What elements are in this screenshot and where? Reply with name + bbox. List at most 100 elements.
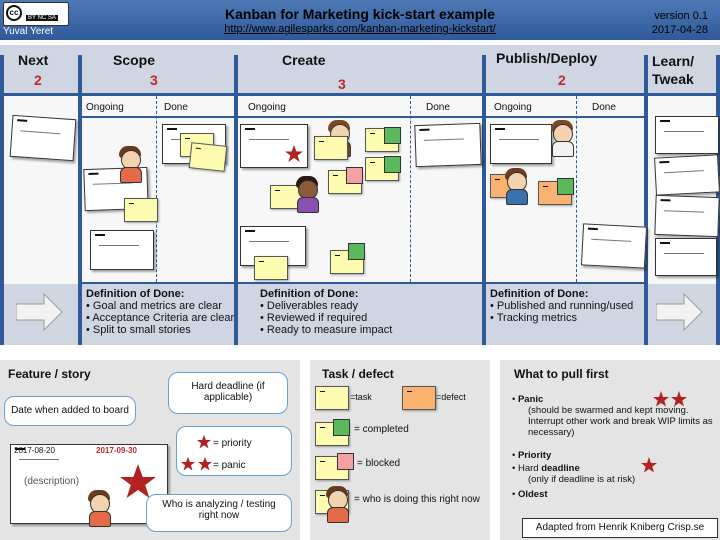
subheader-divider <box>80 116 644 118</box>
column-learn-title: Learn/ Tweak <box>652 53 695 87</box>
story-card[interactable] <box>655 116 719 154</box>
pull-item-panic: • Panic (should be swarmed and kept movi… <box>512 394 713 438</box>
story-card[interactable] <box>90 230 154 270</box>
dod-item: • Split to small stories <box>86 324 191 336</box>
story-card[interactable] <box>655 238 717 276</box>
story-card[interactable] <box>654 194 720 238</box>
dod-item: • Reviewed if required <box>260 312 368 324</box>
analyzing-callout: Who is analyzing / testing right now <box>146 494 292 532</box>
dod-title: Definition of Done: <box>260 288 359 300</box>
dod-title: Definition of Done: <box>86 288 185 300</box>
task-note[interactable] <box>314 136 348 160</box>
task-note[interactable] <box>254 256 288 280</box>
author: Yuval Yeret <box>3 26 54 37</box>
column-separator <box>482 55 486 345</box>
panic-legend-label: = panic <box>213 460 246 471</box>
completed-tag <box>333 419 350 436</box>
defect-note <box>402 386 436 410</box>
completed-tag <box>348 243 365 260</box>
scope-ongoing-label: Ongoing <box>86 102 124 113</box>
flow-arrow-icon <box>656 292 703 332</box>
dod-item: • Tracking metrics <box>490 312 577 324</box>
publish-ongoing-label: Ongoing <box>494 102 532 113</box>
board-divider <box>0 93 720 96</box>
defect-legend-label: =defect <box>436 392 466 402</box>
subcolumn-separator <box>156 96 157 282</box>
team-member-avatar <box>117 146 143 183</box>
column-scope-title: Scope <box>113 52 156 68</box>
story-card[interactable] <box>240 226 306 266</box>
example-date-added: 2017-08-20 <box>14 446 55 455</box>
priority-star-icon <box>197 435 211 449</box>
feature-legend-title: Feature / story <box>8 367 91 381</box>
example-description: (description) <box>24 476 80 487</box>
priority-star-icon <box>285 145 303 162</box>
completed-legend-label: = completed <box>354 424 409 435</box>
dod-item: • Published and running/used <box>490 300 634 312</box>
priority-legend-box <box>176 426 292 476</box>
task-legend-label: =task <box>350 392 372 402</box>
column-publish-title: Publish/Deploy <box>496 50 598 66</box>
source-link[interactable]: http://www.agilesparks.com/kanban-market… <box>224 23 496 35</box>
flow-arrow-icon <box>16 292 63 332</box>
version-label: version 0.1 <box>654 10 708 22</box>
publish-definition-of-done: Definition of Done: • Published and runn… <box>490 288 640 324</box>
date-added-callout: Date when added to board <box>4 396 136 426</box>
story-card[interactable] <box>9 114 77 162</box>
team-member-avatar <box>503 168 529 205</box>
story-card[interactable] <box>654 154 720 196</box>
completed-tag <box>384 156 401 173</box>
scope-definition-of-done: Definition of Done: • Goal and metrics a… <box>86 288 236 336</box>
story-card[interactable] <box>490 124 552 164</box>
column-create-title: Create <box>282 52 326 68</box>
pull-item-priority: • Priority <box>512 450 552 461</box>
dod-divider <box>80 282 644 284</box>
team-member-avatar <box>549 120 575 157</box>
create-done-label: Done <box>426 102 450 113</box>
dod-item: • Ready to measure impact <box>260 324 393 336</box>
cc-icon: cc <box>6 5 22 21</box>
panic-stars-icon <box>653 391 687 407</box>
license-label: BY NC SA <box>26 15 58 21</box>
story-card[interactable] <box>580 223 648 269</box>
column-scope-wip: 3 <box>150 72 158 88</box>
column-next-title: Next <box>18 52 49 68</box>
definition-of-done-area <box>80 284 644 345</box>
attribution: Adapted from Henrik Kniberg Crisp.se <box>522 518 718 538</box>
publish-done-label: Done <box>592 102 616 113</box>
dod-item: • Goal and metrics are clear <box>86 300 222 312</box>
date-label: 2017-04-28 <box>651 24 708 36</box>
pull-item-oldest: • Oldest <box>512 489 548 500</box>
team-member-avatar <box>86 490 112 527</box>
scope-done-label: Done <box>164 102 188 113</box>
column-next-wip: 2 <box>34 72 42 88</box>
story-card[interactable] <box>240 124 308 168</box>
pull-item-deadline: • Hard deadline (only if deadline is at … <box>512 463 636 485</box>
panic-stars-icon <box>181 457 212 471</box>
subcolumn-separator <box>410 96 411 282</box>
completed-tag <box>384 127 401 144</box>
dod-title: Definition of Done: <box>490 288 589 300</box>
task-note[interactable] <box>188 142 228 172</box>
task-note[interactable] <box>124 198 158 222</box>
dod-item: • Acceptance Criteria are clear <box>86 312 235 324</box>
doing-legend-label: = who is doing this right now <box>354 494 480 505</box>
priority-star-icon <box>641 457 657 473</box>
team-member-avatar <box>324 486 350 523</box>
column-publish-wip: 2 <box>558 72 566 88</box>
priority-legend-label: = priority <box>213 438 252 449</box>
blocked-tag <box>346 167 363 184</box>
task-legend-title: Task / defect <box>322 367 394 381</box>
pull-order-title: What to pull first <box>514 367 609 381</box>
creative-commons-badge: cc BY NC SA <box>3 2 69 26</box>
column-separator <box>644 55 648 345</box>
column-separator <box>234 55 238 345</box>
dod-item: • Deliverables ready <box>260 300 359 312</box>
column-separator <box>78 55 82 345</box>
task-note <box>315 386 349 410</box>
column-create-wip: 3 <box>338 76 346 92</box>
deadline-callout: Hard deadline (if applicable) <box>168 372 288 414</box>
story-card[interactable] <box>414 122 482 168</box>
priority-star-icon <box>120 464 156 498</box>
header-bar <box>0 0 720 40</box>
